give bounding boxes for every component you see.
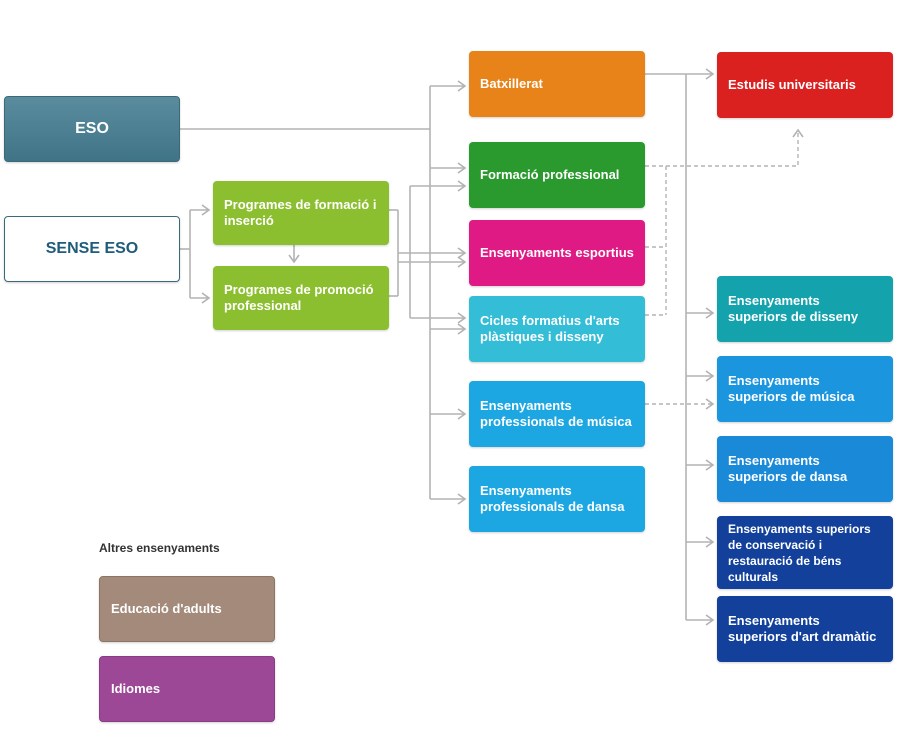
programes-promocio-box[interactable]: Programes de promoció professional xyxy=(213,266,389,330)
altres-ensenyaments-title: Altres ensenyaments xyxy=(99,541,220,555)
ens-sup-dansa-box[interactable]: Ensenyaments superiors de dansa xyxy=(717,436,893,502)
dashed-to-univ xyxy=(666,128,804,167)
idiomes-label: Idiomes xyxy=(111,681,161,696)
ens-prof-musica-label: Ensenyaments professionals de música xyxy=(480,398,632,429)
estudis-universitaris-label: Estudis universitaris xyxy=(728,77,856,92)
ens-prof-dansa-box[interactable]: Ensenyaments professionals de dansa xyxy=(469,466,645,532)
ens-sup-conservacio-box[interactable]: Ensenyaments superiors de conservació i … xyxy=(717,516,893,589)
ens-prof-musica-box[interactable]: Ensenyaments professionals de música xyxy=(469,381,645,447)
idiomes-box[interactable]: Idiomes xyxy=(99,656,275,722)
programes-formacio-label: Programes de formació i inserció xyxy=(224,197,377,228)
ens-sup-art-dramatic-label: Ensenyaments superiors d'art dramàtic xyxy=(728,613,877,644)
ensenyaments-esportius-label: Ensenyaments esportius xyxy=(480,245,634,260)
ens-sup-musica-box[interactable]: Ensenyaments superiors de música xyxy=(717,356,893,422)
formacio-professional-box[interactable]: Formació professional xyxy=(469,142,645,208)
ens-sup-art-dramatic-box[interactable]: Ensenyaments superiors d'art dramàtic xyxy=(717,596,893,662)
batxillerat-label: Batxillerat xyxy=(480,76,543,91)
eso-label: ESO xyxy=(75,120,109,137)
ens-sup-disseny-label: Ensenyaments superiors de disseny xyxy=(728,293,859,324)
ensenyaments-esportius-box[interactable]: Ensenyaments esportius xyxy=(469,220,645,286)
educacio-adults-box[interactable]: Educació d'adults xyxy=(99,576,275,642)
formacio-professional-label: Formació professional xyxy=(480,167,620,182)
educacio-adults-label: Educació d'adults xyxy=(111,601,222,616)
cicles-arts-box[interactable]: Cicles formatius d'arts plàstiques i dis… xyxy=(469,296,645,362)
cicles-arts-label: Cicles formatius d'arts plàstiques i dis… xyxy=(480,313,620,344)
eso-box[interactable]: ESO xyxy=(4,96,180,162)
programes-promocio-label: Programes de promoció professional xyxy=(224,282,374,313)
sense-eso-box[interactable]: SENSE ESO xyxy=(4,216,180,282)
programes-formacio-box[interactable]: Programes de formació i inserció xyxy=(213,181,389,245)
ens-sup-disseny-box[interactable]: Ensenyaments superiors de disseny xyxy=(717,276,893,342)
estudis-universitaris-box[interactable]: Estudis universitaris xyxy=(717,52,893,118)
ens-sup-musica-label: Ensenyaments superiors de música xyxy=(728,373,855,404)
sense-eso-label: SENSE ESO xyxy=(45,240,139,257)
ens-sup-conservacio-label: Ensenyaments superiors de conservació i … xyxy=(728,521,871,584)
batxillerat-box[interactable]: Batxillerat xyxy=(469,51,645,117)
ens-sup-dansa-label: Ensenyaments superiors de dansa xyxy=(728,453,848,484)
ens-prof-dansa-label: Ensenyaments professionals de dansa xyxy=(480,483,625,514)
